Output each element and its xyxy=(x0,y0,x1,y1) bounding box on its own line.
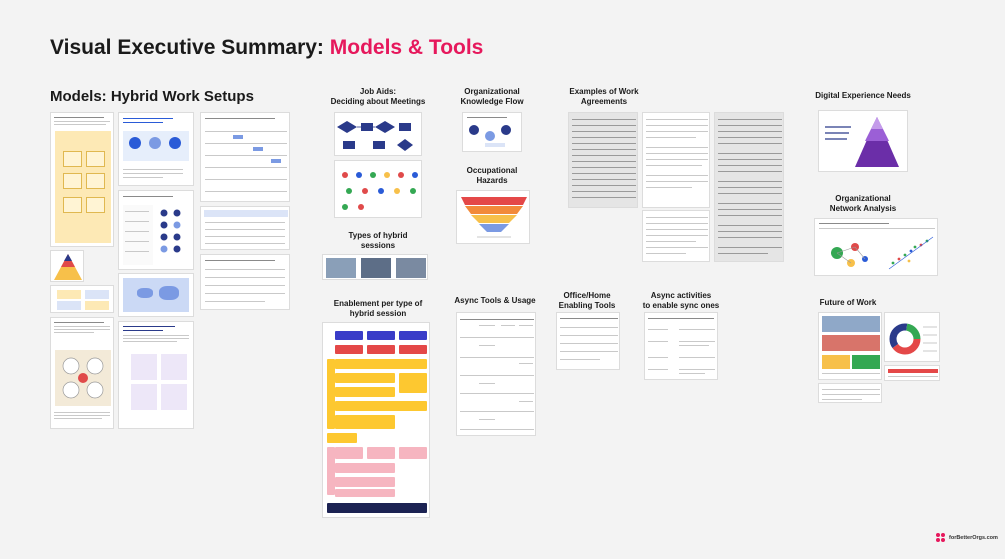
async-activities-title-line1: Async activities xyxy=(650,291,712,300)
decision-flow-diagram xyxy=(337,121,413,151)
experience-pyramid xyxy=(825,117,899,167)
world-map-thumbnail[interactable] xyxy=(118,273,194,317)
future-of-work-thumbnail-1[interactable] xyxy=(818,312,882,380)
work-agreement-doc-1[interactable] xyxy=(568,112,638,208)
network-analysis-title: Organizational Network Analysis xyxy=(808,194,918,214)
page-title-accent: Models & Tools xyxy=(329,36,484,59)
network-graph xyxy=(831,236,934,270)
async-tools-title: Async Tools & Usage xyxy=(454,296,536,305)
enablement-title-line1: Enablement per type of xyxy=(333,299,423,308)
future-of-work-thumbnail-4[interactable] xyxy=(884,365,940,381)
office-home-title-line1: Office/Home xyxy=(563,291,611,300)
hazards-title-line1: Occupational xyxy=(466,166,518,175)
pyramid-thumbnail[interactable] xyxy=(50,250,84,282)
network-analysis-thumbnail[interactable] xyxy=(814,218,938,276)
circle-diagram xyxy=(62,357,104,399)
international-collaboration-thumbnail[interactable] xyxy=(118,112,194,186)
hybrid-sessions-title-line2: sessions xyxy=(360,241,396,250)
knowledge-flow-thumbnail[interactable] xyxy=(462,112,522,152)
hybrid-table-thumbnail[interactable] xyxy=(200,112,290,202)
hybrid-sessions-title: Types of hybrid sessions xyxy=(328,231,428,251)
knowledge-flow-title: Organizational Knowledge Flow xyxy=(444,87,540,107)
digital-experience-pyramid-thumbnail[interactable] xyxy=(818,110,908,172)
hazards-funnel-thumbnail[interactable] xyxy=(456,190,530,244)
models-heading: Models: Hybrid Work Setups xyxy=(50,88,254,105)
enablement-matrix-thumbnail[interactable] xyxy=(322,322,430,518)
meeting-decision-flow-thumbnail[interactable] xyxy=(334,112,422,156)
enablement-title: Enablement per type of hybrid session xyxy=(320,299,436,319)
async-activities-title: Async activities to enable sync ones xyxy=(636,291,726,311)
work-agreements-title-line2: Agreements xyxy=(580,97,628,106)
collaboration-grid-thumbnail[interactable] xyxy=(118,190,194,270)
job-aids-title-line1: Job Aids: xyxy=(359,87,397,96)
async-activities-thumbnail[interactable] xyxy=(644,312,718,380)
brand-logo[interactable]: forBetterOrgs.com xyxy=(936,533,998,543)
work-agreements-title-line1: Examples of Work xyxy=(569,87,639,96)
job-aids-title: Job Aids: Deciding about Meetings xyxy=(328,87,428,107)
office-home-title-line2: Enabling Tools xyxy=(558,301,616,310)
donut-chart xyxy=(889,323,937,355)
enablement-title-line2: hybrid session xyxy=(349,309,407,318)
future-of-work-title: Future of Work xyxy=(819,298,877,307)
future-of-work-thumbnail-3[interactable] xyxy=(818,383,882,403)
workplace-configurations-thumbnail[interactable] xyxy=(50,112,114,247)
job-aids-title-line2: Deciding about Meetings xyxy=(330,97,426,106)
async-activities-title-line2: to enable sync ones xyxy=(642,301,720,310)
hybrid-considerations-thumbnail[interactable] xyxy=(200,254,290,310)
network-analysis-title-line2: Network Analysis xyxy=(829,204,897,213)
knowledge-flow-title-line1: Organizational xyxy=(464,87,520,96)
network-analysis-title-line1: Organizational xyxy=(835,194,891,203)
funnel-diagram xyxy=(461,197,527,238)
digital-experience-title: Digital Experience Needs xyxy=(815,91,911,100)
page-title: Visual Executive Summary: Models & Tools xyxy=(50,36,483,60)
office-home-tools-thumbnail[interactable] xyxy=(556,312,620,370)
matrix-small-thumbnail[interactable] xyxy=(50,285,114,313)
meeting-options-diagram xyxy=(342,172,418,210)
work-agreement-doc-3[interactable] xyxy=(714,112,784,262)
brand-icon xyxy=(936,533,946,543)
async-tools-table-thumbnail[interactable] xyxy=(456,312,536,436)
work-agreements-title: Examples of Work Agreements xyxy=(556,87,652,107)
work-arrangements-thumbnail[interactable] xyxy=(50,317,114,429)
knowledge-flow-title-line2: Knowledge Flow xyxy=(460,97,524,106)
harvey-balls xyxy=(160,209,181,253)
brand-name: forBetterOrgs.com xyxy=(949,535,998,541)
pyramid-graphic xyxy=(54,254,82,280)
office-home-title: Office/Home Enabling Tools xyxy=(552,291,622,311)
hazards-title-line2: Hazards xyxy=(476,176,508,185)
hazards-title: Occupational Hazards xyxy=(444,166,540,186)
work-agreement-doc-2[interactable] xyxy=(642,112,710,208)
page-title-prefix: Visual Executive Summary: xyxy=(50,36,330,59)
work-agreement-doc-4[interactable] xyxy=(642,210,710,262)
future-of-work-thumbnail-2[interactable] xyxy=(884,312,940,362)
hybrid-options-thumbnail[interactable] xyxy=(200,206,290,250)
four-models-thumbnail[interactable] xyxy=(118,321,194,429)
meeting-options-thumbnail[interactable] xyxy=(334,160,422,218)
hybrid-sessions-photos-thumbnail[interactable] xyxy=(322,254,428,280)
hybrid-sessions-title-line1: Types of hybrid xyxy=(348,231,408,240)
